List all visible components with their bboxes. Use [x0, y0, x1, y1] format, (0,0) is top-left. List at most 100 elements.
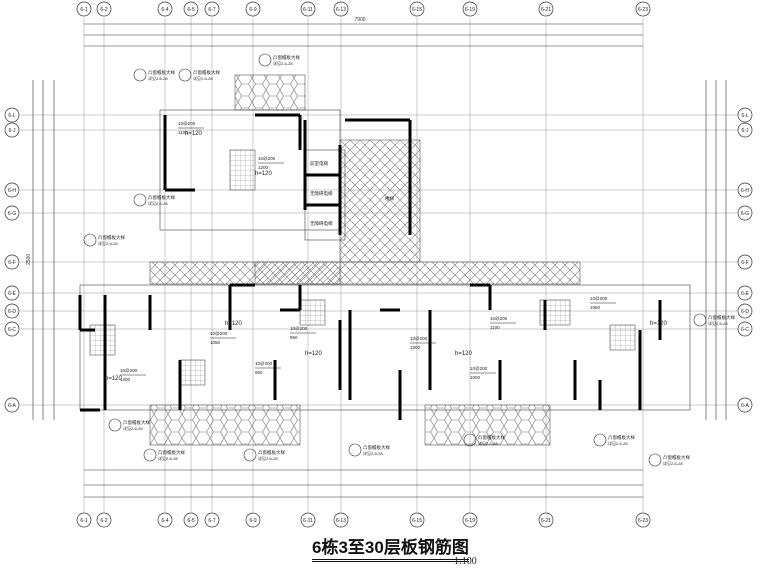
rebar-spec-label: 10@200: [470, 366, 488, 371]
axis-bubble-label: 6-C: [741, 327, 749, 333]
axis-bubble-label: 6-1: [80, 7, 87, 13]
axis-bubble-label: 6-F: [741, 260, 749, 266]
axis-bubble-label: 6-19: [465, 7, 475, 13]
overall-height-dimension: 2500: [26, 254, 32, 265]
slab-outline: [79, 284, 691, 411]
detail-ref-label: 详见2-6-28: [148, 200, 168, 206]
rebar-spec-label: 10@200: [258, 156, 276, 161]
detail-callout-label: 凸窗檐板大样: [608, 434, 635, 441]
axis-bubble: [635, 512, 651, 528]
detail-ref-label: 详见2-6-28: [608, 440, 628, 446]
detail-callout-label: 凸窗檐板大样: [363, 444, 390, 451]
axis-bubble-label: 6-13: [336, 7, 346, 13]
axis-bubble: [4, 205, 20, 221]
detail-callout-circle: [648, 453, 662, 467]
rebar-length-label: 1200: [258, 165, 269, 170]
detail-callout-label: 凸窗檐板大样: [98, 234, 125, 241]
axis-bubble-label: 6-1: [80, 518, 87, 524]
hatched-region-hex: [234, 74, 306, 111]
axis-bubble: [245, 512, 261, 528]
axis-bubble: [4, 397, 20, 413]
rebar-spec-label: 10@200: [210, 331, 228, 336]
axis-bubble-label: 6-H: [741, 188, 749, 194]
detail-callout-label: 凸窗檐板大样: [123, 419, 150, 426]
axis-bubble: [300, 512, 316, 528]
detail-callout-label: 凸窗檐板大样: [663, 454, 690, 461]
axis-bubble-label: 6-A: [741, 403, 749, 409]
slab-thickness-label: h=120: [225, 321, 243, 327]
axis-bubble-label: 6-J: [9, 128, 16, 134]
axis-bubble-label: 6-D: [8, 309, 16, 315]
axis-bubble: [538, 512, 554, 528]
drawing-title: 6栋3至30层板钢筋图: [312, 538, 469, 562]
hatched-region-diag: [254, 261, 341, 285]
axis-bubble-label: 6-L: [8, 113, 15, 119]
axis-bubble-label: 6-9: [249, 7, 256, 13]
detail-callout-circle: [593, 433, 607, 447]
axis-bubble: [4, 285, 20, 301]
axis-bubble: [737, 285, 753, 301]
rebar-length-label: 1200: [120, 377, 131, 382]
axis-bubble: [204, 512, 220, 528]
detail-callout-circle: [348, 443, 362, 457]
detail-callout-label: 凸窗檐板大样: [148, 194, 175, 201]
axis-bubble: [245, 1, 261, 17]
axis-bubble-label: 6-4: [161, 7, 168, 13]
room-label: 无障碍电梯: [310, 190, 333, 197]
axis-bubble: [76, 512, 92, 528]
room-label: 无障碍电梯: [310, 220, 333, 227]
rebar-length-label: 1050: [590, 305, 601, 310]
detail-callout-label: 凸窗檐板大样: [478, 434, 505, 441]
axis-bubble-label: 6-21: [541, 7, 551, 13]
axis-bubble-label: 6-E: [741, 291, 749, 297]
detail-callout-circle: [143, 448, 157, 462]
axis-bubbles: 6-16-16-26-26-46-46-56-56-76-76-96-96-11…: [4, 1, 753, 528]
axis-bubble: [737, 303, 753, 319]
detail-ref-label: 详见2-6-28: [708, 320, 728, 326]
axis-bubble-label: 6-H: [8, 188, 16, 194]
rebar-spec-label: 10@200: [120, 368, 138, 373]
axis-bubble: [183, 512, 199, 528]
detail-callout-circle: [83, 233, 97, 247]
axis-bubble: [4, 182, 20, 198]
axis-bubble: [333, 1, 349, 17]
detail-ref-label: 详见2-6-28: [258, 455, 278, 461]
axis-bubble-label: 6-7: [208, 518, 215, 524]
axis-bubble: [183, 1, 199, 17]
detail-ref-label: 详见2-6-28: [273, 60, 293, 66]
detail-callout-circle: [243, 448, 257, 462]
detail-ref-label: 详见2-6-28: [148, 75, 168, 81]
axis-bubble-label: 6-D: [741, 309, 749, 315]
hatched-region-hex: [424, 404, 551, 446]
axis-bubble-label: 6-4: [161, 518, 168, 524]
axis-bubble-label: 6-E: [8, 291, 16, 297]
axis-bubble-label: 6-5: [187, 518, 194, 524]
hatched-region-grid: [609, 324, 636, 351]
axis-bubble-label: 6-2: [100, 518, 107, 524]
rebar-spec-label: 10@200: [410, 336, 428, 341]
hatched-region-cross: [339, 139, 421, 263]
axis-bubble: [409, 512, 425, 528]
rebar-spec-label: 10@200: [255, 361, 273, 366]
hatched-region-grid: [229, 149, 256, 191]
drawing-scale: 1:100: [454, 556, 477, 567]
axis-bubble: [96, 1, 112, 17]
detail-ref-label: 详见2-6-28: [363, 450, 383, 456]
axis-bubble: [737, 321, 753, 337]
hatched-region-hex: [149, 404, 301, 446]
rebar-length-label: 950: [255, 370, 263, 375]
axis-bubble-label: 6-G: [8, 211, 16, 217]
axis-bubble: [409, 1, 425, 17]
detail-ref-label: 详见2-6-28: [193, 75, 213, 81]
detail-callout-circle: [133, 193, 147, 207]
axis-bubble: [76, 1, 92, 17]
axis-bubble: [4, 122, 20, 138]
axis-bubble: [4, 303, 20, 319]
axis-bubble-label: 6-G: [741, 211, 749, 217]
detail-callout-circle: [693, 313, 707, 327]
axis-bubble: [737, 122, 753, 138]
rebar-length-label: 950: [290, 335, 298, 340]
detail-callout-circle: [178, 68, 192, 82]
axis-bubble-label: 6-11: [303, 7, 313, 13]
